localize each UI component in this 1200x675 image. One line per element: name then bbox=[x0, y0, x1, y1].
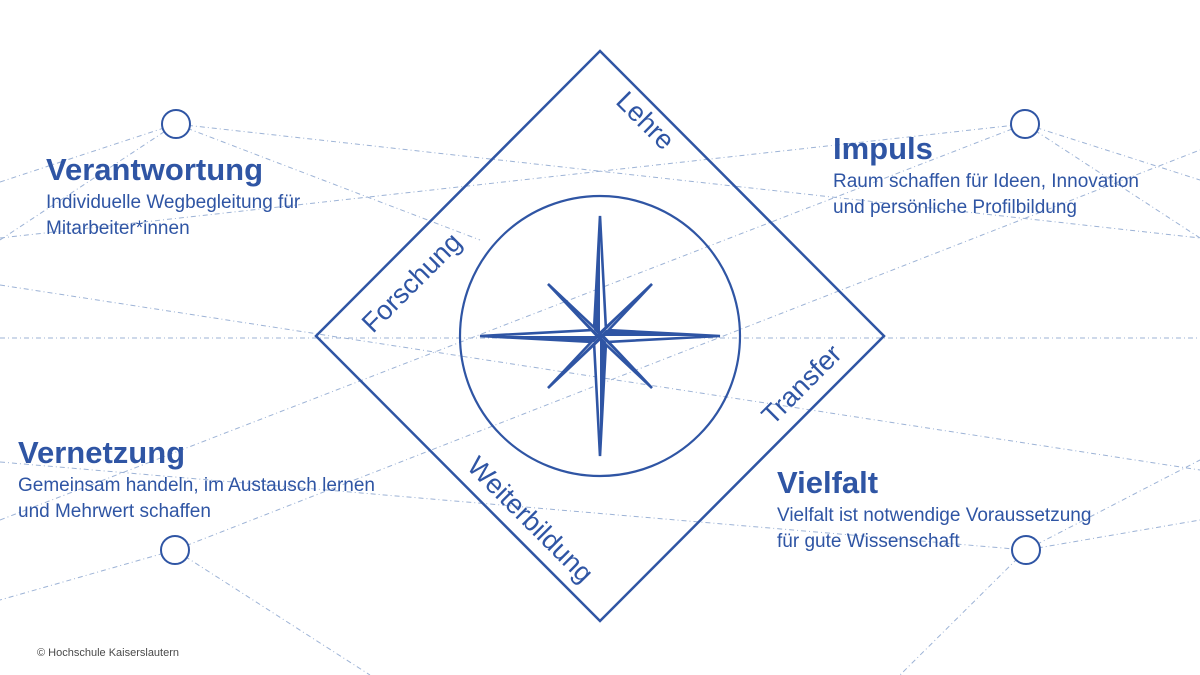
vielfalt-line-2: für gute Wissenschaft bbox=[777, 531, 960, 552]
node-circle-bottom-left bbox=[160, 535, 190, 565]
vernetzung-line-2: und Mehrwert schaffen bbox=[18, 501, 211, 522]
node-circle-top-right bbox=[1010, 109, 1040, 139]
verantwortung-line-1: Individuelle Wegbegleitung für bbox=[46, 192, 301, 213]
verantwortung-title: Verantwortung bbox=[46, 152, 264, 187]
compass-rose-icon bbox=[479, 215, 721, 457]
vernetzung-description: Gemeinsam handeln, im Austausch lernen u… bbox=[18, 473, 458, 525]
impuls-line-2: und persönliche Profilbildung bbox=[833, 197, 1077, 218]
vielfalt-title: Vielfalt bbox=[777, 465, 879, 500]
edge-label-forschung: Forschung bbox=[356, 227, 467, 338]
node-circle-top-left bbox=[161, 109, 191, 139]
vernetzung-line-1: Gemeinsam handeln, im Austausch lernen bbox=[18, 475, 375, 496]
guide-lines bbox=[0, 123, 1200, 675]
node-circle-bottom-right bbox=[1011, 535, 1041, 565]
edge-label-transfer: Transfer bbox=[756, 339, 848, 431]
compass-ring bbox=[458, 194, 742, 478]
copyright-notice: © Hochschule Kaiserslautern bbox=[37, 647, 180, 659]
diamond-frame bbox=[314, 49, 886, 623]
impuls-line-1: Raum schaffen für Ideen, Innovation bbox=[833, 171, 1139, 192]
vielfalt-description: Vielfalt ist notwendige Voraussetzung fü… bbox=[777, 503, 1177, 555]
verantwortung-description: Individuelle Wegbegleitung für Mitarbeit… bbox=[46, 190, 376, 242]
vernetzung-title: Vernetzung bbox=[18, 435, 186, 470]
impuls-description: Raum schaffen für Ideen, Innovation und … bbox=[833, 169, 1198, 221]
vernetzung-block: Vernetzung Gemeinsam handeln, im Austaus… bbox=[18, 435, 458, 525]
impuls-title: Impuls bbox=[833, 131, 933, 166]
verantwortung-line-2: Mitarbeiter*innen bbox=[46, 218, 190, 239]
vielfalt-block: Vielfalt Vielfalt ist notwendige Vorauss… bbox=[777, 465, 1177, 555]
impuls-block: Impuls Raum schaffen für Ideen, Innovati… bbox=[833, 131, 1198, 221]
verantwortung-block: Verantwortung Individuelle Wegbegleitung… bbox=[46, 152, 376, 242]
vielfalt-line-1: Vielfalt ist notwendige Voraussetzung bbox=[777, 505, 1092, 526]
edge-label-weiterbildung: Weiterbildung bbox=[462, 451, 600, 589]
